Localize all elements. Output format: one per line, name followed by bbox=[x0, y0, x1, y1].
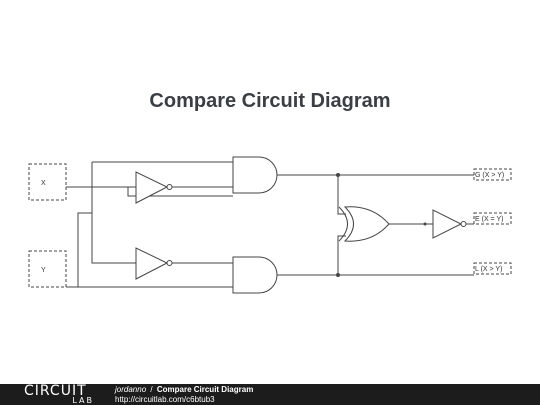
author-link[interactable]: jordanno bbox=[115, 385, 147, 394]
output-e-label: E (X = Y) bbox=[475, 216, 503, 223]
author-line: jordanno / Compare Circuit Diagram bbox=[115, 385, 253, 395]
footer-bar: CIRCUIT LAB jordanno / Compare Circuit D… bbox=[0, 384, 540, 405]
circuit-schematic: X Y G (X > Y) E (X = Y) L (X > Y) bbox=[28, 156, 512, 294]
output-port-l[interactable] bbox=[473, 262, 512, 275]
not-gate-bottom-bubble bbox=[166, 260, 173, 266]
circuitlab-logo[interactable]: CIRCUIT bbox=[24, 383, 87, 399]
input-y-label: Y bbox=[41, 267, 46, 274]
not-gate-top-bubble bbox=[166, 184, 173, 190]
output-l-label: L (X > Y) bbox=[475, 266, 502, 273]
input-x-label: X bbox=[41, 180, 46, 187]
not-gate-output-bubble bbox=[460, 221, 467, 227]
input-port-x[interactable] bbox=[28, 163, 67, 201]
diagram-title: Compare Circuit Diagram bbox=[149, 90, 391, 112]
not-gate-top[interactable] bbox=[135, 171, 169, 204]
not-gate-output[interactable] bbox=[432, 209, 463, 239]
separator: / bbox=[150, 385, 153, 394]
wire-x bbox=[66, 161, 233, 213]
input-port-y[interactable] bbox=[28, 250, 67, 288]
output-port-g[interactable] bbox=[473, 168, 512, 181]
circuit-name[interactable]: Compare Circuit Diagram bbox=[156, 385, 254, 394]
wire-y bbox=[66, 212, 233, 288]
and-gate-top[interactable] bbox=[232, 156, 278, 194]
and-gate-bottom[interactable] bbox=[232, 256, 278, 294]
junction-mid bbox=[423, 222, 427, 226]
xor-gate[interactable] bbox=[343, 206, 390, 242]
circuitlab-logo-sub: LAB bbox=[72, 396, 94, 405]
circuit-url[interactable]: http://circuitlab.com/c6btub3 bbox=[115, 395, 215, 404]
output-port-e[interactable] bbox=[473, 212, 512, 225]
wire-to-xnor bbox=[337, 175, 346, 275]
output-g-label: G (X > Y) bbox=[475, 172, 504, 179]
xor-gate-back-curve bbox=[338, 206, 348, 242]
not-gate-bottom[interactable] bbox=[135, 247, 169, 280]
